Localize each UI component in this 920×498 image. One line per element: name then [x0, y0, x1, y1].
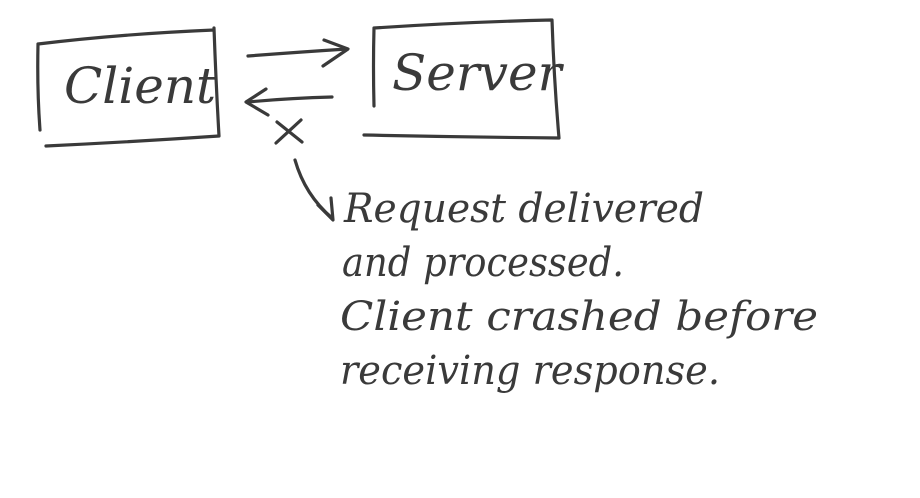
- failure-cross-icon: [274, 118, 304, 145]
- annotation-line-1: Request delivered: [343, 186, 704, 232]
- annotation-line-2: and processed.: [342, 240, 624, 286]
- annotation-line-3: Client crashed before: [340, 294, 818, 340]
- response-arrow-line: [246, 95, 334, 104]
- annotation-pointer-line: [293, 158, 334, 220]
- request-arrow-head: [321, 38, 350, 68]
- annotation-pointer-arrow: [293, 158, 335, 222]
- server-label: Server: [392, 44, 565, 102]
- response-arrow-head: [244, 87, 270, 117]
- server-node: Server: [362, 18, 565, 140]
- client-node: Client: [36, 26, 221, 148]
- annotation-note: Request delivered and processed. Client …: [340, 186, 818, 394]
- request-arrow: [246, 38, 350, 68]
- annotation-line-4: receiving response.: [340, 348, 720, 394]
- server-box: [362, 18, 561, 140]
- response-arrow: [244, 87, 334, 117]
- request-arrow-line: [246, 47, 349, 58]
- client-label: Client: [64, 57, 217, 115]
- client-box: [36, 26, 221, 148]
- annotation-pointer-head: [316, 196, 335, 222]
